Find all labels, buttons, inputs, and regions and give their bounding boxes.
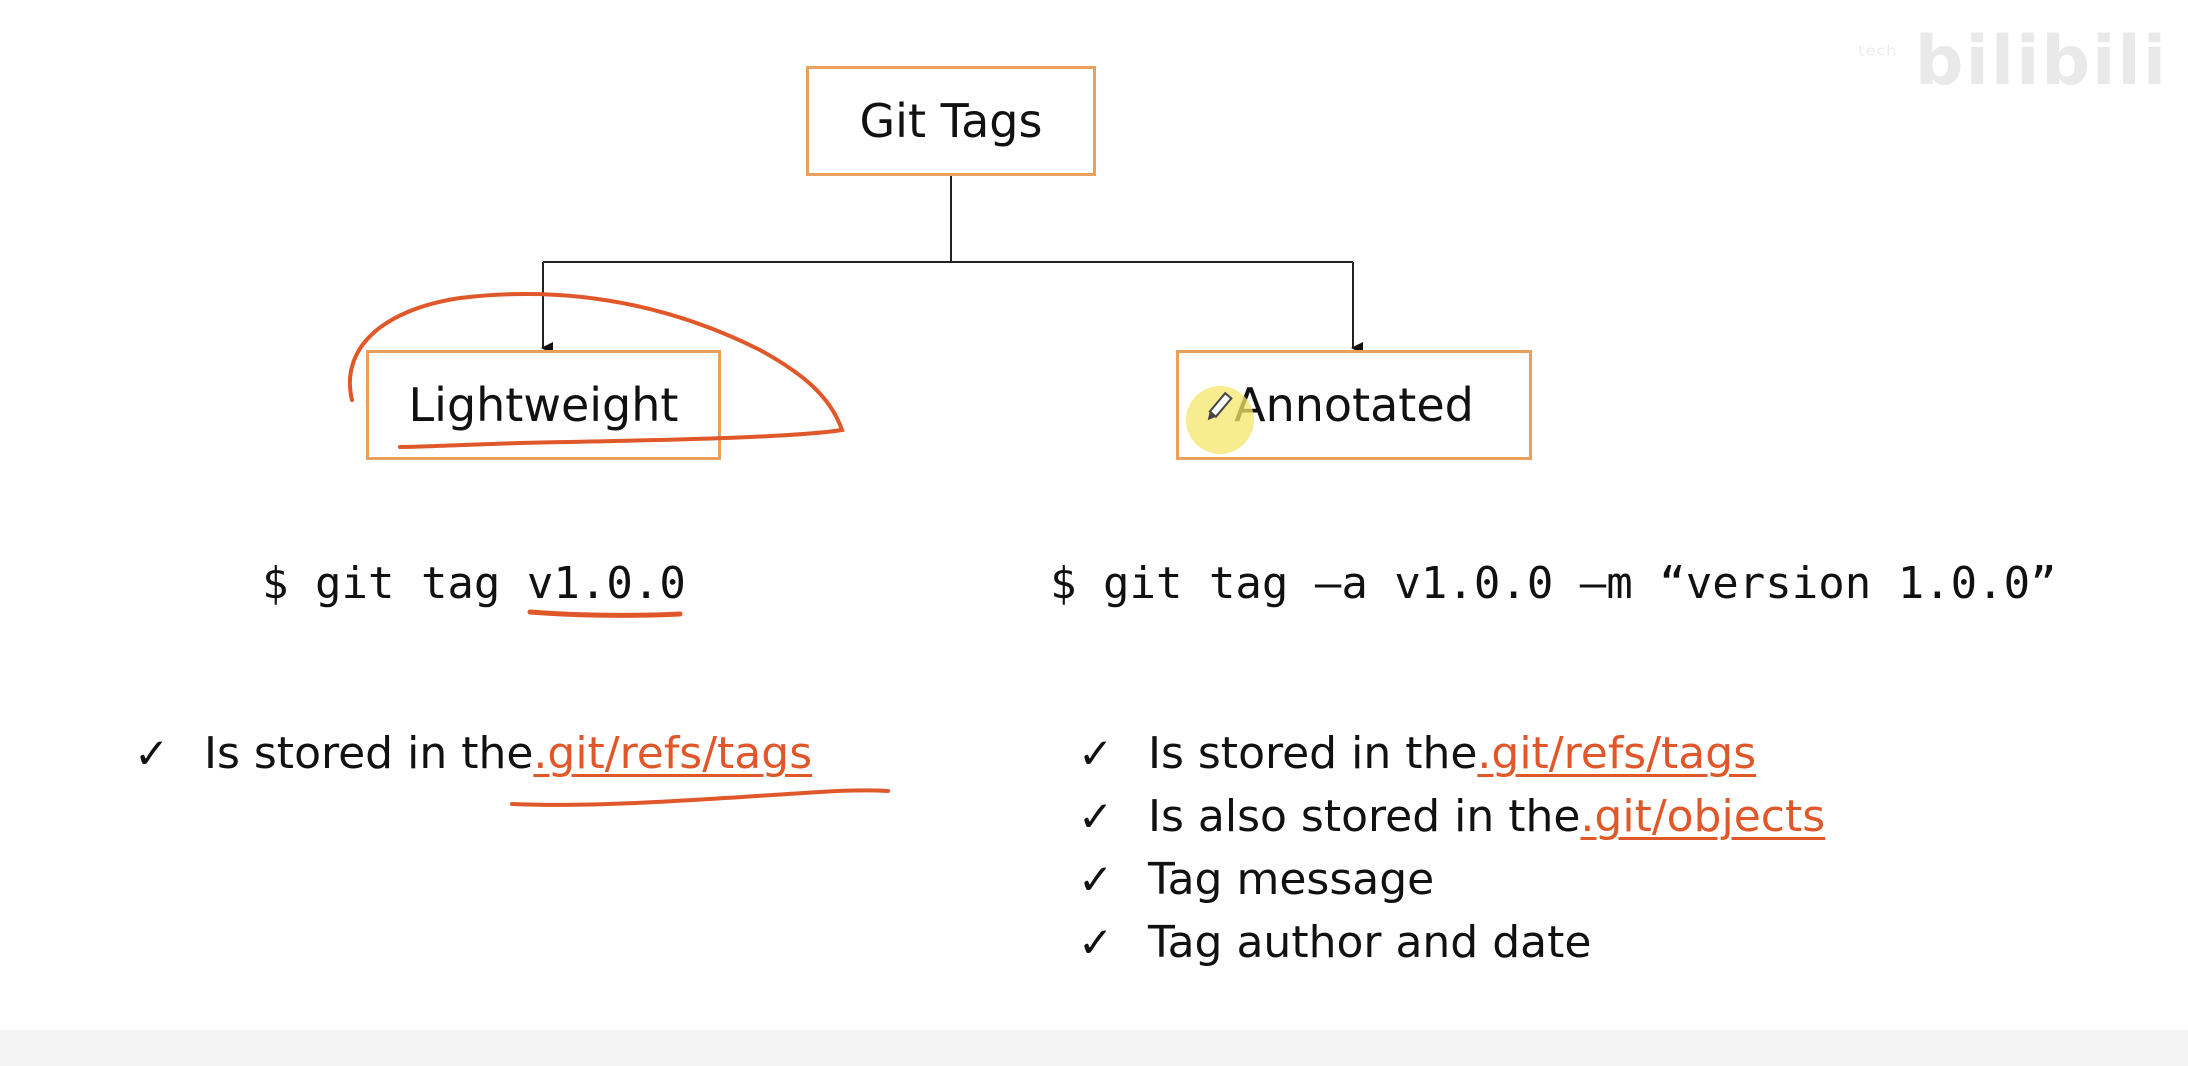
checkmark-icon: ✓ bbox=[134, 729, 170, 778]
checkmark-icon: ✓ bbox=[1078, 918, 1114, 967]
checkmark-icon: ✓ bbox=[1078, 792, 1114, 841]
checklist-text: Tag author and date bbox=[1148, 917, 1592, 968]
checklist-item: ✓ Is stored in the .git/refs/tags bbox=[1078, 728, 1825, 791]
checklist-item: ✓ Tag message bbox=[1078, 854, 1825, 917]
annotation-underline-path bbox=[510, 788, 890, 807]
checklist-item: ✓ Tag author and date bbox=[1078, 917, 1825, 980]
lightweight-checklist: ✓ Is stored in the .git/refs/tags bbox=[134, 728, 812, 791]
checklist-text: Is stored in the bbox=[1148, 728, 1478, 779]
annotation-loop bbox=[348, 291, 845, 449]
annotation-underline-version bbox=[527, 609, 683, 618]
watermark: ᵗᵉᶜʰ bilibili bbox=[1858, 22, 2168, 101]
pen-cursor-icon bbox=[1207, 391, 1233, 421]
node-lightweight-label: Lightweight bbox=[408, 378, 679, 432]
checklist-item: ✓ Is stored in the .git/refs/tags bbox=[134, 728, 812, 791]
watermark-small-text: ᵗᵉᶜʰ bbox=[1858, 41, 1897, 71]
annotated-command: $ git tag –a v1.0.0 –m “version 1.0.0” bbox=[1050, 558, 2057, 609]
lightweight-command: $ git tag v1.0.0 bbox=[262, 558, 686, 609]
checklist-item: ✓ Is also stored in the .git/objects bbox=[1078, 791, 1825, 854]
node-git-tags: Git Tags bbox=[806, 66, 1096, 176]
path-highlight: .git/refs/tags bbox=[1477, 728, 1757, 779]
watermark-logo: bilibili bbox=[1914, 22, 2168, 101]
path-highlight: .git/refs/tags bbox=[533, 728, 813, 779]
annotated-checklist: ✓ Is stored in the .git/refs/tags ✓ Is a… bbox=[1078, 728, 1825, 980]
checklist-text: Is stored in the bbox=[204, 728, 534, 779]
node-git-tags-label: Git Tags bbox=[859, 94, 1043, 148]
checklist-text: Tag message bbox=[1148, 854, 1435, 905]
checkmark-icon: ✓ bbox=[1078, 855, 1114, 904]
bottom-band bbox=[0, 1030, 2188, 1066]
path-highlight: .git/objects bbox=[1580, 791, 1826, 842]
node-annotated-label: Annotated bbox=[1234, 378, 1474, 432]
checklist-text: Is also stored in the bbox=[1148, 791, 1581, 842]
cursor-highlight bbox=[1186, 386, 1254, 454]
node-annotated: Annotated bbox=[1176, 350, 1532, 460]
checkmark-icon: ✓ bbox=[1078, 729, 1114, 778]
